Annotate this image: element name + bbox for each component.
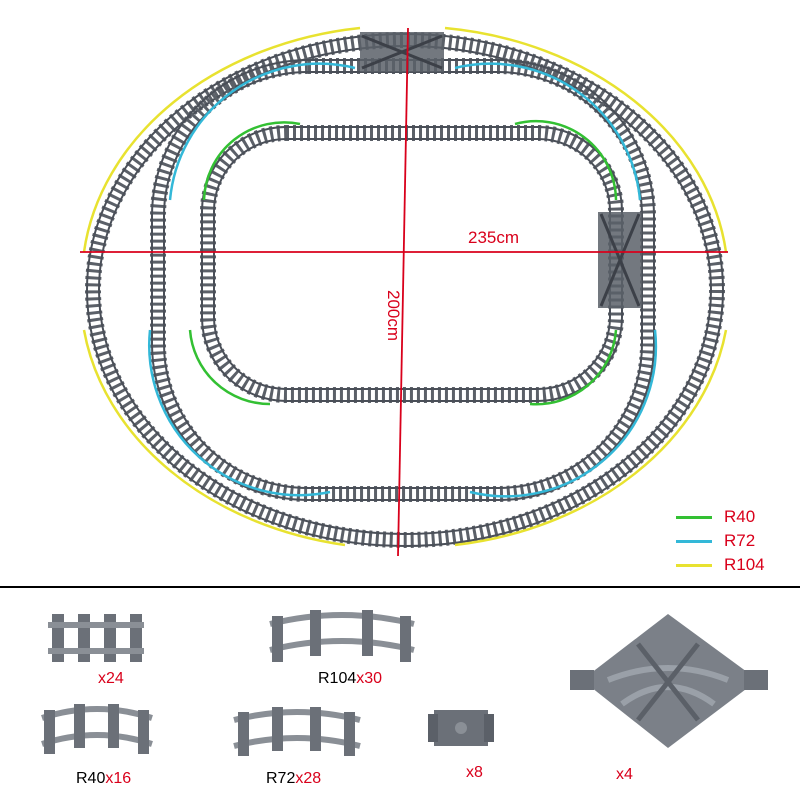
straight-track-caption: x24 [98,670,124,688]
r104-curve-piece [269,610,415,662]
r104-curve-caption: R104x30 [318,670,382,688]
r72-curve-guides [148,62,658,498]
straight-track-piece [48,614,144,662]
part-quantity: x8 [466,764,483,781]
track-layout-diagram [80,26,728,557]
legend-swatch-green [676,515,712,519]
inner-track-loop [200,125,624,403]
part-name: R72 [266,770,296,787]
height-dimension-label: 200cm [384,290,403,342]
legend-swatch-yellow [676,563,712,567]
height-dimension-line [397,27,409,557]
width-dimension-label: 235cm [468,228,520,247]
r72-curve-caption: R72x28 [266,770,321,788]
part-quantity: x4 [616,766,633,783]
r40-curve-guides [188,119,618,406]
legend-item-r104: R104 [676,555,765,575]
r40-curve-piece [41,704,153,754]
buffer-stop-caption: x8 [466,764,483,782]
section-divider [0,586,800,588]
part-quantity: x16 [105,770,132,787]
right-crossover-switch [598,212,642,308]
r72-curve-piece [233,707,361,756]
legend-item-r40: R40 [676,507,755,527]
part-quantity: x24 [98,670,124,687]
buffer-stop-piece [428,710,494,746]
r40-curve-caption: R40x16 [76,770,131,788]
part-quantity: x28 [295,770,322,787]
switch-track-piece [570,614,768,748]
legend-label: R40 [724,507,756,526]
top-crossover-switch [360,32,444,72]
part-name: R40 [76,770,106,787]
legend-label: R72 [724,531,756,550]
legend-swatch-cyan [676,539,712,543]
legend-item-r72: R72 [676,531,755,551]
legend-label: R104 [724,555,765,574]
switch-track-caption: x4 [616,766,633,784]
part-quantity: x30 [356,670,383,687]
part-name: R104 [318,670,357,687]
r104-curve-guides [82,26,728,547]
